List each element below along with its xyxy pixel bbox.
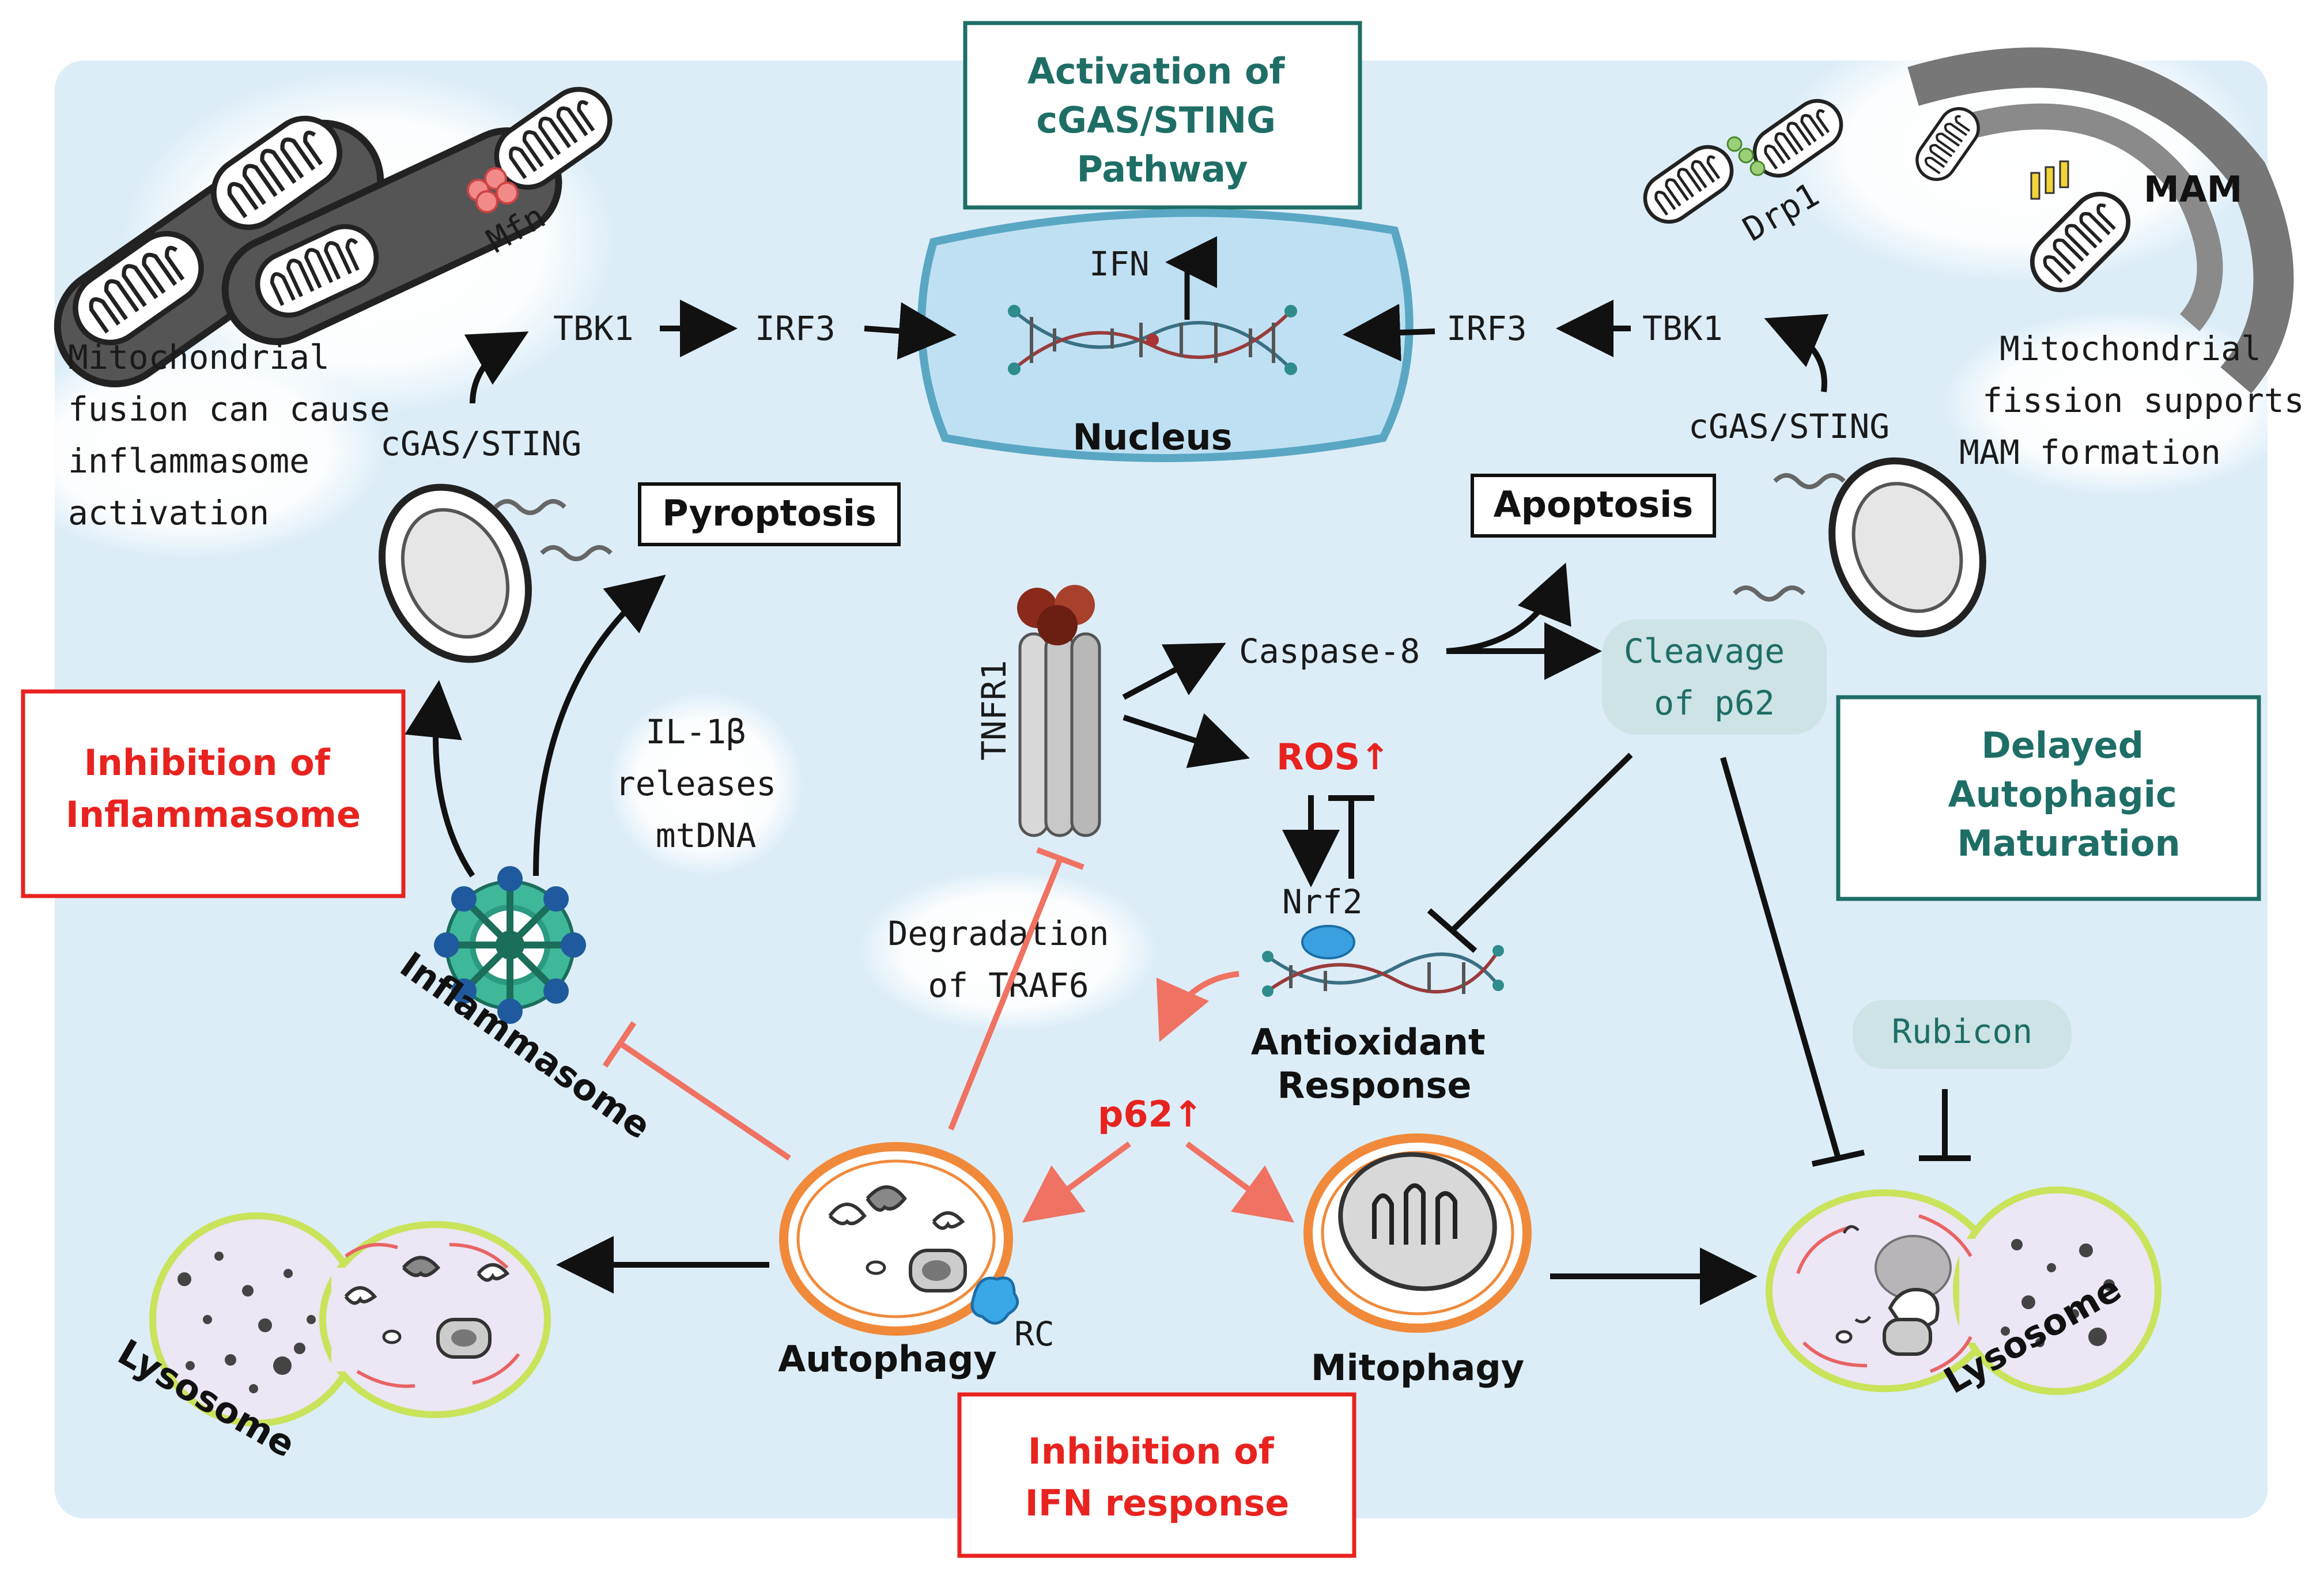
delayed-maturation-box: Delayed Autophagic Maturation xyxy=(1836,695,2261,901)
svg-text:Rubicon: Rubicon xyxy=(1892,1012,2032,1051)
arrow-cgas-tbk1-right xyxy=(1764,313,1829,392)
arrow-tnfr1-ros xyxy=(1123,713,1250,768)
drp1-protein xyxy=(1726,136,1766,176)
nucleus-dna xyxy=(1008,305,1297,375)
cgas-sting-box: Activation of cGAS/STING Pathway xyxy=(963,21,1362,210)
inhibit-autophagy-inflammasome xyxy=(602,1021,791,1161)
svg-text:Activation of cGAS/STING: Activation of cGAS/STING Pathway xyxy=(1027,50,1297,190)
svg-text:Apoptosis: Apoptosis xyxy=(1494,483,1694,526)
arrow-inflammasome-mito xyxy=(405,680,475,878)
inhibit-cleavage-lysosome xyxy=(1720,757,1865,1167)
arrow-p62-mitophagy xyxy=(1185,1141,1295,1223)
mitophagosome xyxy=(1303,1133,1532,1333)
cleavage-p62-bubble: Cleavage of p62 xyxy=(1602,619,1827,735)
arrow-inflammasome-pyroptosis xyxy=(533,574,666,876)
rubicon-bubble: Rubicon xyxy=(1853,1000,2072,1069)
apoptosis-box: Apoptosis xyxy=(1471,474,1716,538)
cgas-left-label: cGAS/STING xyxy=(380,424,581,463)
svg-text:Inhibition of IFN respon: Inhibition of IFN response xyxy=(1025,1430,1290,1524)
svg-text:Inhibition of Inflammaso: Inhibition of Inflammasome xyxy=(66,742,361,836)
mfn-protein xyxy=(467,167,519,213)
nucleus-label: Nucleus xyxy=(1072,416,1232,458)
mitophagy-label: Mitophagy xyxy=(1311,1347,1524,1389)
p62-label: p62↑ xyxy=(1098,1093,1203,1135)
arrow-irf3-nucleus-right xyxy=(1343,304,1435,362)
lysosome-right xyxy=(1766,1186,2161,1395)
damaged-mito-left xyxy=(379,483,613,663)
arrow-cgas-tbk1-left xyxy=(464,331,529,404)
nucleus: IFN Nucleus xyxy=(917,209,1414,462)
tbk1-left-label: TBK1 xyxy=(553,309,634,348)
arrow-irf3-nucleus-left xyxy=(864,302,957,360)
background-panel xyxy=(55,61,2268,1518)
fusion-note: Mitochondrial fusion can cause inflammas… xyxy=(68,338,410,532)
mam-tethers xyxy=(2030,160,2069,200)
inhibit-autophagy-tnfr1 xyxy=(948,847,1084,1131)
svg-text:Cleavage of p62: Cleavage of p62 xyxy=(1624,632,1805,723)
inhibit-cleavage-nrf2 xyxy=(1427,753,1633,953)
mam-label: MAM xyxy=(2144,168,2242,210)
svg-text:Pyroptosis: Pyroptosis xyxy=(662,492,876,534)
inhibit-nrf2-ros xyxy=(1328,795,1374,879)
inflammasome-inhibition-box: Inhibition of Inflammasome xyxy=(21,689,406,898)
lysosome-left xyxy=(149,1212,551,1427)
fused-mitochondria-graphic: Mfn xyxy=(54,77,622,388)
tnfr1-label: TNFR1 xyxy=(974,660,1014,761)
inhibit-rubicon-lysosome xyxy=(1919,1089,1971,1161)
fission-note: Mitochondrial fission supports MAM forma… xyxy=(1959,329,2324,472)
irf3-right-label: IRF3 xyxy=(1446,309,1527,348)
rc-label: RC xyxy=(1014,1314,1055,1354)
antioxidant-dna xyxy=(1262,925,1504,997)
caspase8-label: Caspase-8 xyxy=(1239,632,1420,671)
damaged-mito-right xyxy=(1733,457,1986,638)
svg-text:Delayed Autophagic: Delayed Autophagic Maturation xyxy=(1948,724,2190,864)
arrow-tnfr1-caspase8 xyxy=(1122,642,1226,700)
ifn-label: IFN xyxy=(1089,244,1150,284)
irf3-left-label: IRF3 xyxy=(755,309,836,348)
arrow-nrf2-p62 xyxy=(1156,971,1240,1042)
autophagosome xyxy=(779,1142,1019,1336)
ifn-inhibition-box: Inhibition of IFN response xyxy=(957,1392,1356,1558)
ros-label: ROS↑ xyxy=(1276,736,1390,778)
tnfr1-receptor xyxy=(1017,585,1101,837)
antioxidant-label: Antioxidant Response xyxy=(1251,1021,1498,1106)
arrow-p62-autophagy xyxy=(1022,1141,1131,1223)
inflammasome-graphic xyxy=(434,866,586,1024)
cgas-right-label: cGAS/STING xyxy=(1688,407,1890,446)
pyroptosis-box: Pyroptosis xyxy=(638,482,901,546)
nrf2-label: Nrf2 xyxy=(1282,882,1363,921)
tbk1-right-label: TBK1 xyxy=(1642,309,1723,348)
il1b-note: IL-1β releases mtDNA xyxy=(615,712,796,855)
autophagy-label: Autophagy xyxy=(778,1338,997,1380)
